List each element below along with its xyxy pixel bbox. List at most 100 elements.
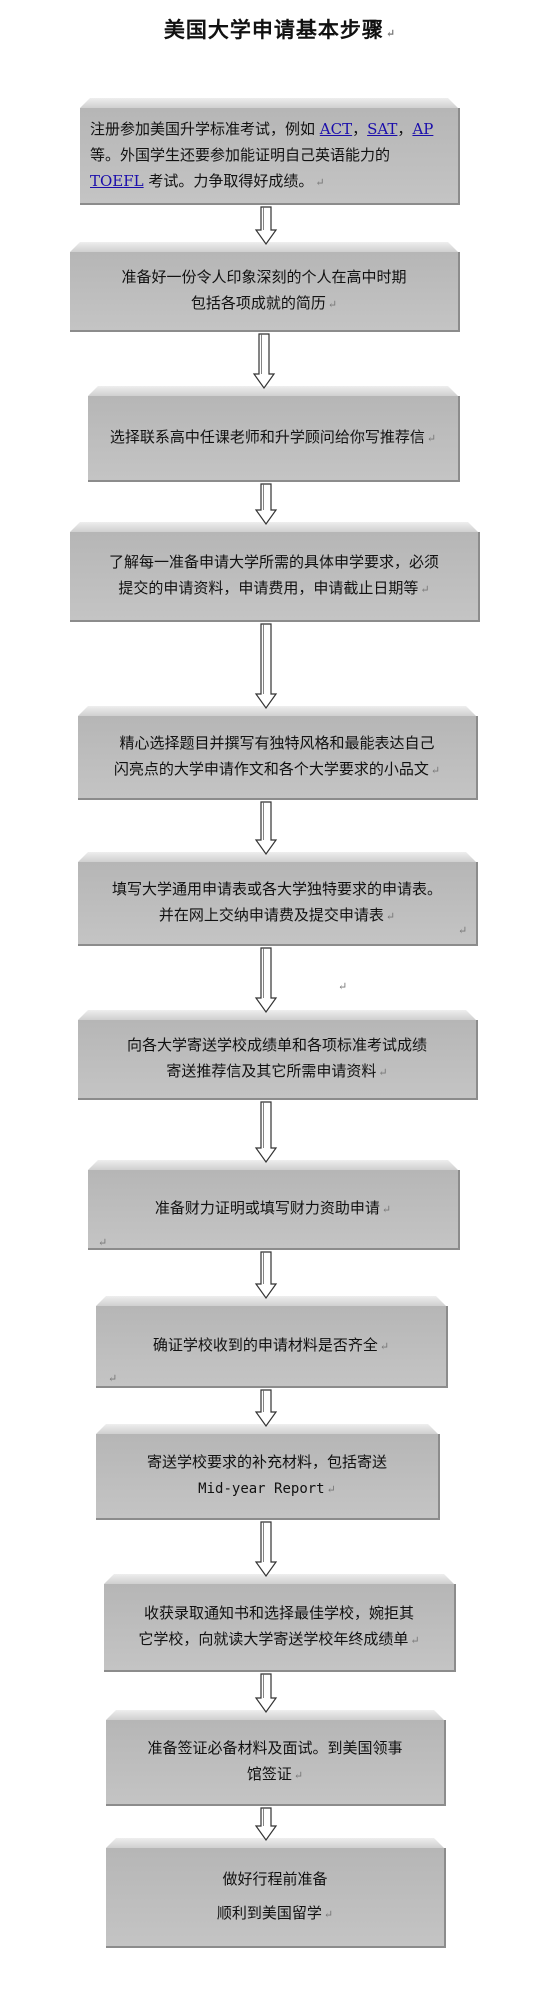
step-text-segment: 考试。力争取得好成绩。	[143, 171, 314, 190]
return-mark: ↵	[381, 1203, 392, 1216]
step-text-segment: 并在网上交纳申请费及提交申请表	[158, 906, 384, 924]
step-text-segment: 闪亮点的大学申请作文和各个大学要求的小品文	[113, 760, 429, 778]
step-line: 包括各项成就的简历↵	[86, 290, 442, 318]
step-text-segment: 做好行程前准备	[222, 1870, 328, 1888]
return-mark: ↵	[410, 1634, 420, 1647]
step-box-bevel	[80, 98, 458, 108]
step-text-segment: 提交的申请资料，申请费用，申请截止日期等	[118, 579, 419, 597]
step-box-13: 做好行程前准备顺利到美国留学↵	[106, 1848, 446, 1948]
return-mark: ↵	[385, 910, 396, 923]
step-text: 准备好一份令人印象深刻的个人在高中时期包括各项成就的简历↵	[86, 264, 442, 318]
step-text: 填写大学通用申请表或各大学独特要求的申请表。并在网上交纳申请费及提交申请表↵	[90, 876, 464, 930]
return-mark: ↵	[426, 432, 437, 445]
down-arrow-shape	[254, 206, 278, 246]
step-line: 确证学校收到的申请材料是否齐全↵	[114, 1332, 428, 1360]
step-box-bevel	[106, 1838, 444, 1848]
return-mark: ↵	[108, 1372, 118, 1385]
step-box-bevel	[106, 1710, 444, 1720]
return-mark: ↵	[338, 980, 348, 993]
step-box-12: 准备签证必备材料及面试。到美国领事馆签证↵	[106, 1720, 446, 1806]
step-line: 闪亮点的大学申请作文和各个大学要求的小品文↵	[90, 756, 464, 784]
step-line: Mid-year Report↵	[114, 1475, 420, 1503]
exam-link-toefl[interactable]: TOEFL	[90, 171, 144, 190]
step-box-8: 准备财力证明或填写财力资助申请↵	[88, 1170, 460, 1250]
step-line: 顺利到美国留学↵	[120, 1896, 430, 1932]
down-arrow-icon	[254, 483, 278, 526]
step-line: 填写大学通用申请表或各大学独特要求的申请表。	[90, 876, 464, 902]
step-text: 收获录取通知书和选择最佳学校，婉拒其它学校，向就读大学寄送学校年终成绩单↵	[118, 1600, 440, 1654]
down-arrow-icon	[254, 1389, 278, 1428]
step-text: 确证学校收到的申请材料是否齐全↵	[114, 1332, 428, 1360]
step-line: 选择联系高中任课老师和升学顾问给你写推荐信↵	[106, 424, 440, 452]
return-mark: ↵	[430, 764, 441, 777]
step-line: 提交的申请资料，申请费用，申请截止日期等↵	[84, 575, 464, 603]
step-text: 准备签证必备材料及面试。到美国领事馆签证↵	[120, 1735, 430, 1789]
step-text-segment: 填写大学通用申请表或各大学独特要求的申请表。	[111, 880, 442, 898]
step-box-bevel	[78, 706, 476, 716]
exam-link-act[interactable]: ACT	[319, 119, 353, 138]
down-arrow-shape	[254, 483, 278, 526]
step-box-bevel	[104, 1574, 454, 1584]
return-mark: ↵	[326, 1483, 336, 1496]
return-mark: ↵	[293, 1769, 304, 1782]
step-text-segment: 注册参加美国升学标准考试，例如	[90, 119, 320, 138]
down-arrow-shape	[254, 1389, 278, 1428]
return-mark: ↵	[378, 1066, 388, 1079]
down-arrow-shape	[254, 801, 278, 856]
step-line: 它学校，向就读大学寄送学校年终成绩单↵	[118, 1626, 440, 1654]
step-line: 寄送推荐信及其它所需申请资料↵	[90, 1058, 464, 1086]
down-arrow-icon	[254, 206, 278, 246]
return-mark: ↵	[323, 1908, 334, 1921]
step-text-segment: 选择联系高中任课老师和升学顾问给你写推荐信	[109, 428, 425, 446]
step-text-segment: 确证学校收到的申请材料是否齐全	[152, 1336, 378, 1354]
step-text-segment: 包括各项成就的简历	[190, 294, 326, 312]
step-line: 注册参加美国升学标准考试，例如 ACT，SAT，AP	[90, 116, 448, 142]
step-text-segment: 准备签证必备材料及面试。到美国领事	[147, 1739, 403, 1757]
step-text-segment: 收获录取通知书和选择最佳学校，婉拒其	[143, 1604, 414, 1622]
down-arrow-shape	[254, 947, 278, 1014]
down-arrow-shape	[254, 1521, 278, 1578]
step-box-bevel	[96, 1296, 446, 1306]
step-box-9: 确证学校收到的申请材料是否齐全 ↵	[96, 1306, 448, 1388]
step-box-bevel	[70, 242, 458, 252]
down-arrow-icon	[254, 1521, 278, 1578]
down-arrow-icon	[254, 1101, 278, 1164]
step-box-7: 向各大学寄送学校成绩单和各项标准考试成绩寄送推荐信及其它所需申请资料↵	[78, 1020, 478, 1100]
step-box-6: 填写大学通用申请表或各大学独特要求的申请表。并在网上交纳申请费及提交申请表↵	[78, 862, 478, 946]
return-mark: ↵	[315, 175, 325, 189]
step-line: 寄送学校要求的补充材料，包括寄送	[114, 1449, 420, 1475]
step-box-bevel	[70, 522, 478, 532]
exam-link-sat[interactable]: SAT	[367, 119, 398, 138]
step-text: 精心选择题目并撰写有独特风格和最能表达自己闪亮点的大学申请作文和各个大学要求的小…	[90, 730, 464, 784]
step-text: 向各大学寄送学校成绩单和各项标准考试成绩寄送推荐信及其它所需申请资料↵	[90, 1032, 464, 1086]
return-mark: ↵	[385, 27, 397, 40]
step-text-segment: 了解每一准备申请大学所需的具体申学要求，必须	[108, 553, 439, 571]
step-box-bevel	[88, 1160, 458, 1170]
down-arrow-icon	[254, 1673, 278, 1714]
step-box-bevel	[78, 1010, 476, 1020]
step-line: 等。外国学生还要参加能证明自己英语能力的	[90, 142, 448, 168]
down-arrow-shape	[254, 1807, 278, 1842]
step-box-bevel	[96, 1424, 438, 1434]
step-text-segment: Mid-year Report	[198, 1481, 325, 1497]
step-text-segment: 等。外国学生还要参加能证明自己英语能力的	[90, 145, 391, 164]
down-arrow-shape	[254, 1673, 278, 1714]
step-text-segment: ，	[352, 119, 368, 138]
step-box-5: 精心选择题目并撰写有独特风格和最能表达自己闪亮点的大学申请作文和各个大学要求的小…	[78, 716, 478, 800]
step-text: 了解每一准备申请大学所需的具体申学要求，必须提交的申请资料，申请费用，申请截止日…	[84, 549, 464, 603]
step-text-segment: 准备好一份令人印象深刻的个人在高中时期	[121, 268, 407, 286]
step-box-bevel	[78, 852, 476, 862]
step-box-3: 选择联系高中任课老师和升学顾问给你写推荐信↵	[88, 396, 460, 482]
return-mark: ↵	[420, 583, 430, 596]
step-line: 了解每一准备申请大学所需的具体申学要求，必须	[84, 549, 464, 575]
step-box-4: 了解每一准备申请大学所需的具体申学要求，必须提交的申请资料，申请费用，申请截止日…	[70, 532, 480, 622]
step-text: 准备财力证明或填写财力资助申请↵	[110, 1195, 436, 1223]
step-text-segment: ，	[397, 119, 413, 138]
step-box-bevel	[88, 386, 458, 396]
exam-link-ap[interactable]: AP	[412, 119, 434, 138]
step-line: 馆签证↵	[120, 1761, 430, 1789]
step-line: 准备好一份令人印象深刻的个人在高中时期	[86, 264, 442, 290]
